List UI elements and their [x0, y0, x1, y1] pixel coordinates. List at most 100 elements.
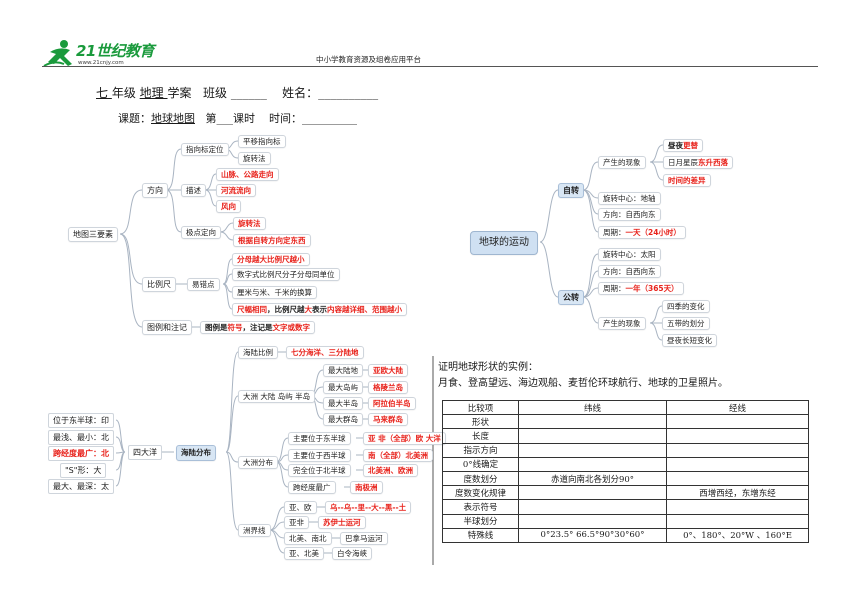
grade-word: 年级 — [111, 86, 136, 100]
table-row-label: 特殊线 — [442, 527, 519, 543]
time-blank: __________ — [302, 112, 357, 125]
b4-node: 亚、北美 — [284, 547, 324, 560]
time-label: 时间： — [269, 112, 302, 125]
period-pre: 第 — [205, 112, 217, 125]
d1-node: 主要位于东半球 — [288, 432, 351, 445]
b1-node: 亚、欧 — [284, 501, 317, 514]
c3-value: 阿拉伯半岛 — [368, 397, 416, 410]
table-cell[interactable] — [518, 485, 667, 501]
rev-p2-node: 五带的划分 — [662, 317, 710, 330]
table-cell[interactable] — [518, 414, 667, 430]
pole1-node: 旋转法 — [233, 217, 266, 230]
direction-node: 方向 — [142, 183, 168, 198]
scale4-c: 大 — [304, 305, 313, 314]
name-label: 姓名： — [282, 86, 319, 100]
table-row: 半球划分 — [442, 513, 809, 529]
rot-period-a: 周期： — [603, 228, 626, 237]
table-row: 表示符号 — [442, 499, 809, 515]
c2-value: 格陵兰岛 — [368, 381, 408, 394]
rot-phen-node: 产生的现象 — [598, 156, 646, 169]
table-cell[interactable] — [666, 513, 809, 529]
ocean-p2: 最浅、最小：北 — [48, 430, 114, 445]
d3-node: 完全位于北半球 — [288, 464, 351, 477]
table-cell[interactable] — [518, 442, 667, 458]
scale2-node: 数字式比例尺分子分母同单位 — [232, 268, 340, 281]
scale-err-node: 易错点 — [187, 278, 220, 291]
c3-node: 最大半岛 — [323, 397, 363, 410]
table-cell[interactable] — [666, 442, 809, 458]
rot-p1-b: 更替 — [683, 141, 698, 150]
logo-text: 21世纪教育 — [76, 42, 154, 60]
scale4-e: 内容越详细、范围越小 — [327, 305, 402, 314]
d2-value: 南（全部）北美洲 — [363, 449, 433, 462]
ratio-value: 七分海洋、三分陆地 — [286, 346, 364, 359]
scale4-a: 尺幅相同 — [237, 305, 267, 314]
rev-center-node: 旋转中心：太阳 — [598, 248, 661, 261]
subtitle-line: 课题：地球地图 第___课时 时间：__________ — [118, 110, 357, 126]
name-blank: __________ — [318, 86, 379, 100]
table-cell[interactable] — [518, 456, 667, 472]
table-header-cell: 经线 — [666, 399, 809, 416]
table-row-label: 指示方向 — [442, 442, 519, 458]
rot-period-node: 周期：一天（24小时） — [598, 226, 686, 239]
scale4-d: 表示 — [312, 305, 327, 314]
b3-node: 北美、南北 — [284, 532, 332, 545]
dist-node: 大洲分布 — [238, 456, 278, 469]
legend1-a: 图例是 — [205, 323, 228, 332]
oceans-root: 四大洋 — [128, 445, 162, 460]
describe-node: 描述 — [181, 184, 206, 197]
proof-line1: 证明地球形状的实例： — [438, 362, 538, 373]
legend1-d: 文字或数字 — [272, 323, 311, 332]
desc3-node: 风向 — [216, 200, 241, 213]
c2-node: 最大岛屿 — [323, 381, 363, 394]
table-row-label: 形状 — [442, 414, 519, 430]
subject: 地理 — [139, 86, 168, 100]
b4-value: 白令海峡 — [332, 547, 372, 560]
table-header-cell: 纬线 — [518, 399, 667, 416]
dir-m1-node: 平移指向标 — [238, 135, 286, 148]
logo: 21世纪教育 www.21cnjy.com — [42, 36, 172, 76]
table-cell[interactable] — [666, 499, 809, 515]
proof-line2: 月食、登高望远、海边观船、麦哲伦环球航行、地球的卫星照片。 — [438, 378, 728, 389]
d4-value: 南极洲 — [350, 481, 383, 494]
table-cell: 赤道向南北各划分90° — [518, 470, 667, 487]
rot-p1-node: 昼夜更替 — [663, 139, 703, 152]
dir-method-node: 指向标定位 — [181, 143, 229, 156]
rotation-node: 自转 — [558, 183, 584, 198]
desc2-node: 河流流向 — [216, 184, 256, 197]
table-cell[interactable] — [518, 513, 667, 529]
c1-value: 亚欧大陆 — [368, 364, 408, 377]
legend-node: 图例和注记 — [142, 320, 192, 335]
dir-m2-node: 旋转法 — [238, 152, 271, 165]
ocean-p3: 跨经度最广：北 — [48, 446, 114, 461]
c1-node: 最大陆地 — [323, 364, 363, 377]
rot-period-b: 一天（24小时） — [625, 228, 681, 237]
table-row-label: 0°线确定 — [442, 456, 519, 472]
title-line: 七 年级 地理 学案 班级 ______ 姓名：__________ — [96, 84, 378, 101]
table-cell[interactable] — [666, 428, 809, 444]
rev-p3-node: 昼夜长短变化 — [662, 334, 717, 347]
table-row: 形状 — [442, 414, 809, 430]
table-cell[interactable] — [518, 499, 667, 515]
rev-p1-node: 四季的变化 — [662, 300, 710, 313]
table-cell[interactable] — [666, 414, 809, 430]
rot-p2-b: 东升西落 — [698, 158, 728, 167]
pole-node: 极点定向 — [181, 226, 221, 239]
rev-period-a: 周期： — [603, 284, 626, 293]
scale4-node: 尺幅相同，比例尺越大表示内容越详细、范围越小 — [232, 303, 407, 316]
table-row-label: 度数划分 — [442, 470, 519, 487]
rot-p1-a: 昼夜 — [668, 141, 683, 150]
scale-node: 比例尺 — [142, 277, 176, 292]
table-cell[interactable] — [518, 428, 667, 444]
class-label: 班级 — [202, 86, 227, 100]
table-header-cell: 比较项 — [442, 399, 519, 416]
table-cell: 西增西经，东增东经 — [666, 485, 809, 501]
rot-center-node: 旋转中心：地轴 — [598, 192, 661, 205]
topic-label: 课题： — [118, 112, 151, 125]
table-cell[interactable] — [666, 456, 809, 472]
table-cell: 0°、180°、20°W 、160°E — [666, 527, 809, 543]
legend1-node: 图例是符号，注记是文字或数字 — [200, 321, 315, 334]
table-cell[interactable] — [666, 470, 809, 487]
